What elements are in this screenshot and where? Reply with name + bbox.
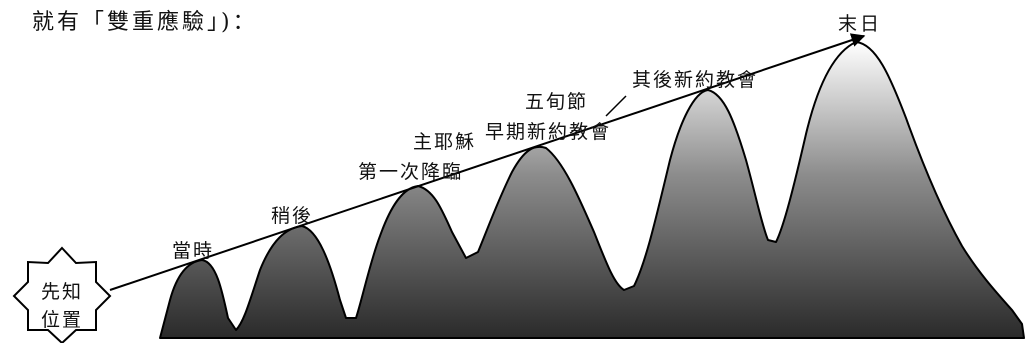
label-first-coming-line2: 第一次降臨 xyxy=(358,161,463,183)
label-then: 當時 xyxy=(172,240,214,262)
label-end-times: 末日 xyxy=(838,13,882,35)
label-pentecost: 五旬節 xyxy=(525,91,588,113)
prophet-label-line1: 先知 xyxy=(41,281,83,303)
label-early-church: 早期新約教會 xyxy=(485,121,611,143)
label-later-church: 其後新約教會 xyxy=(632,69,758,91)
label-later: 稍後 xyxy=(271,205,313,227)
label-first-coming-line1: 主耶穌 xyxy=(413,131,476,153)
mountain-range xyxy=(159,41,1025,339)
connector-slash xyxy=(605,95,627,117)
prophecy-sightline-arrow xyxy=(109,33,866,291)
caption-text: 就有「雙重應驗」)： xyxy=(32,10,258,35)
prophet-label-line2: 位置 xyxy=(41,309,83,331)
